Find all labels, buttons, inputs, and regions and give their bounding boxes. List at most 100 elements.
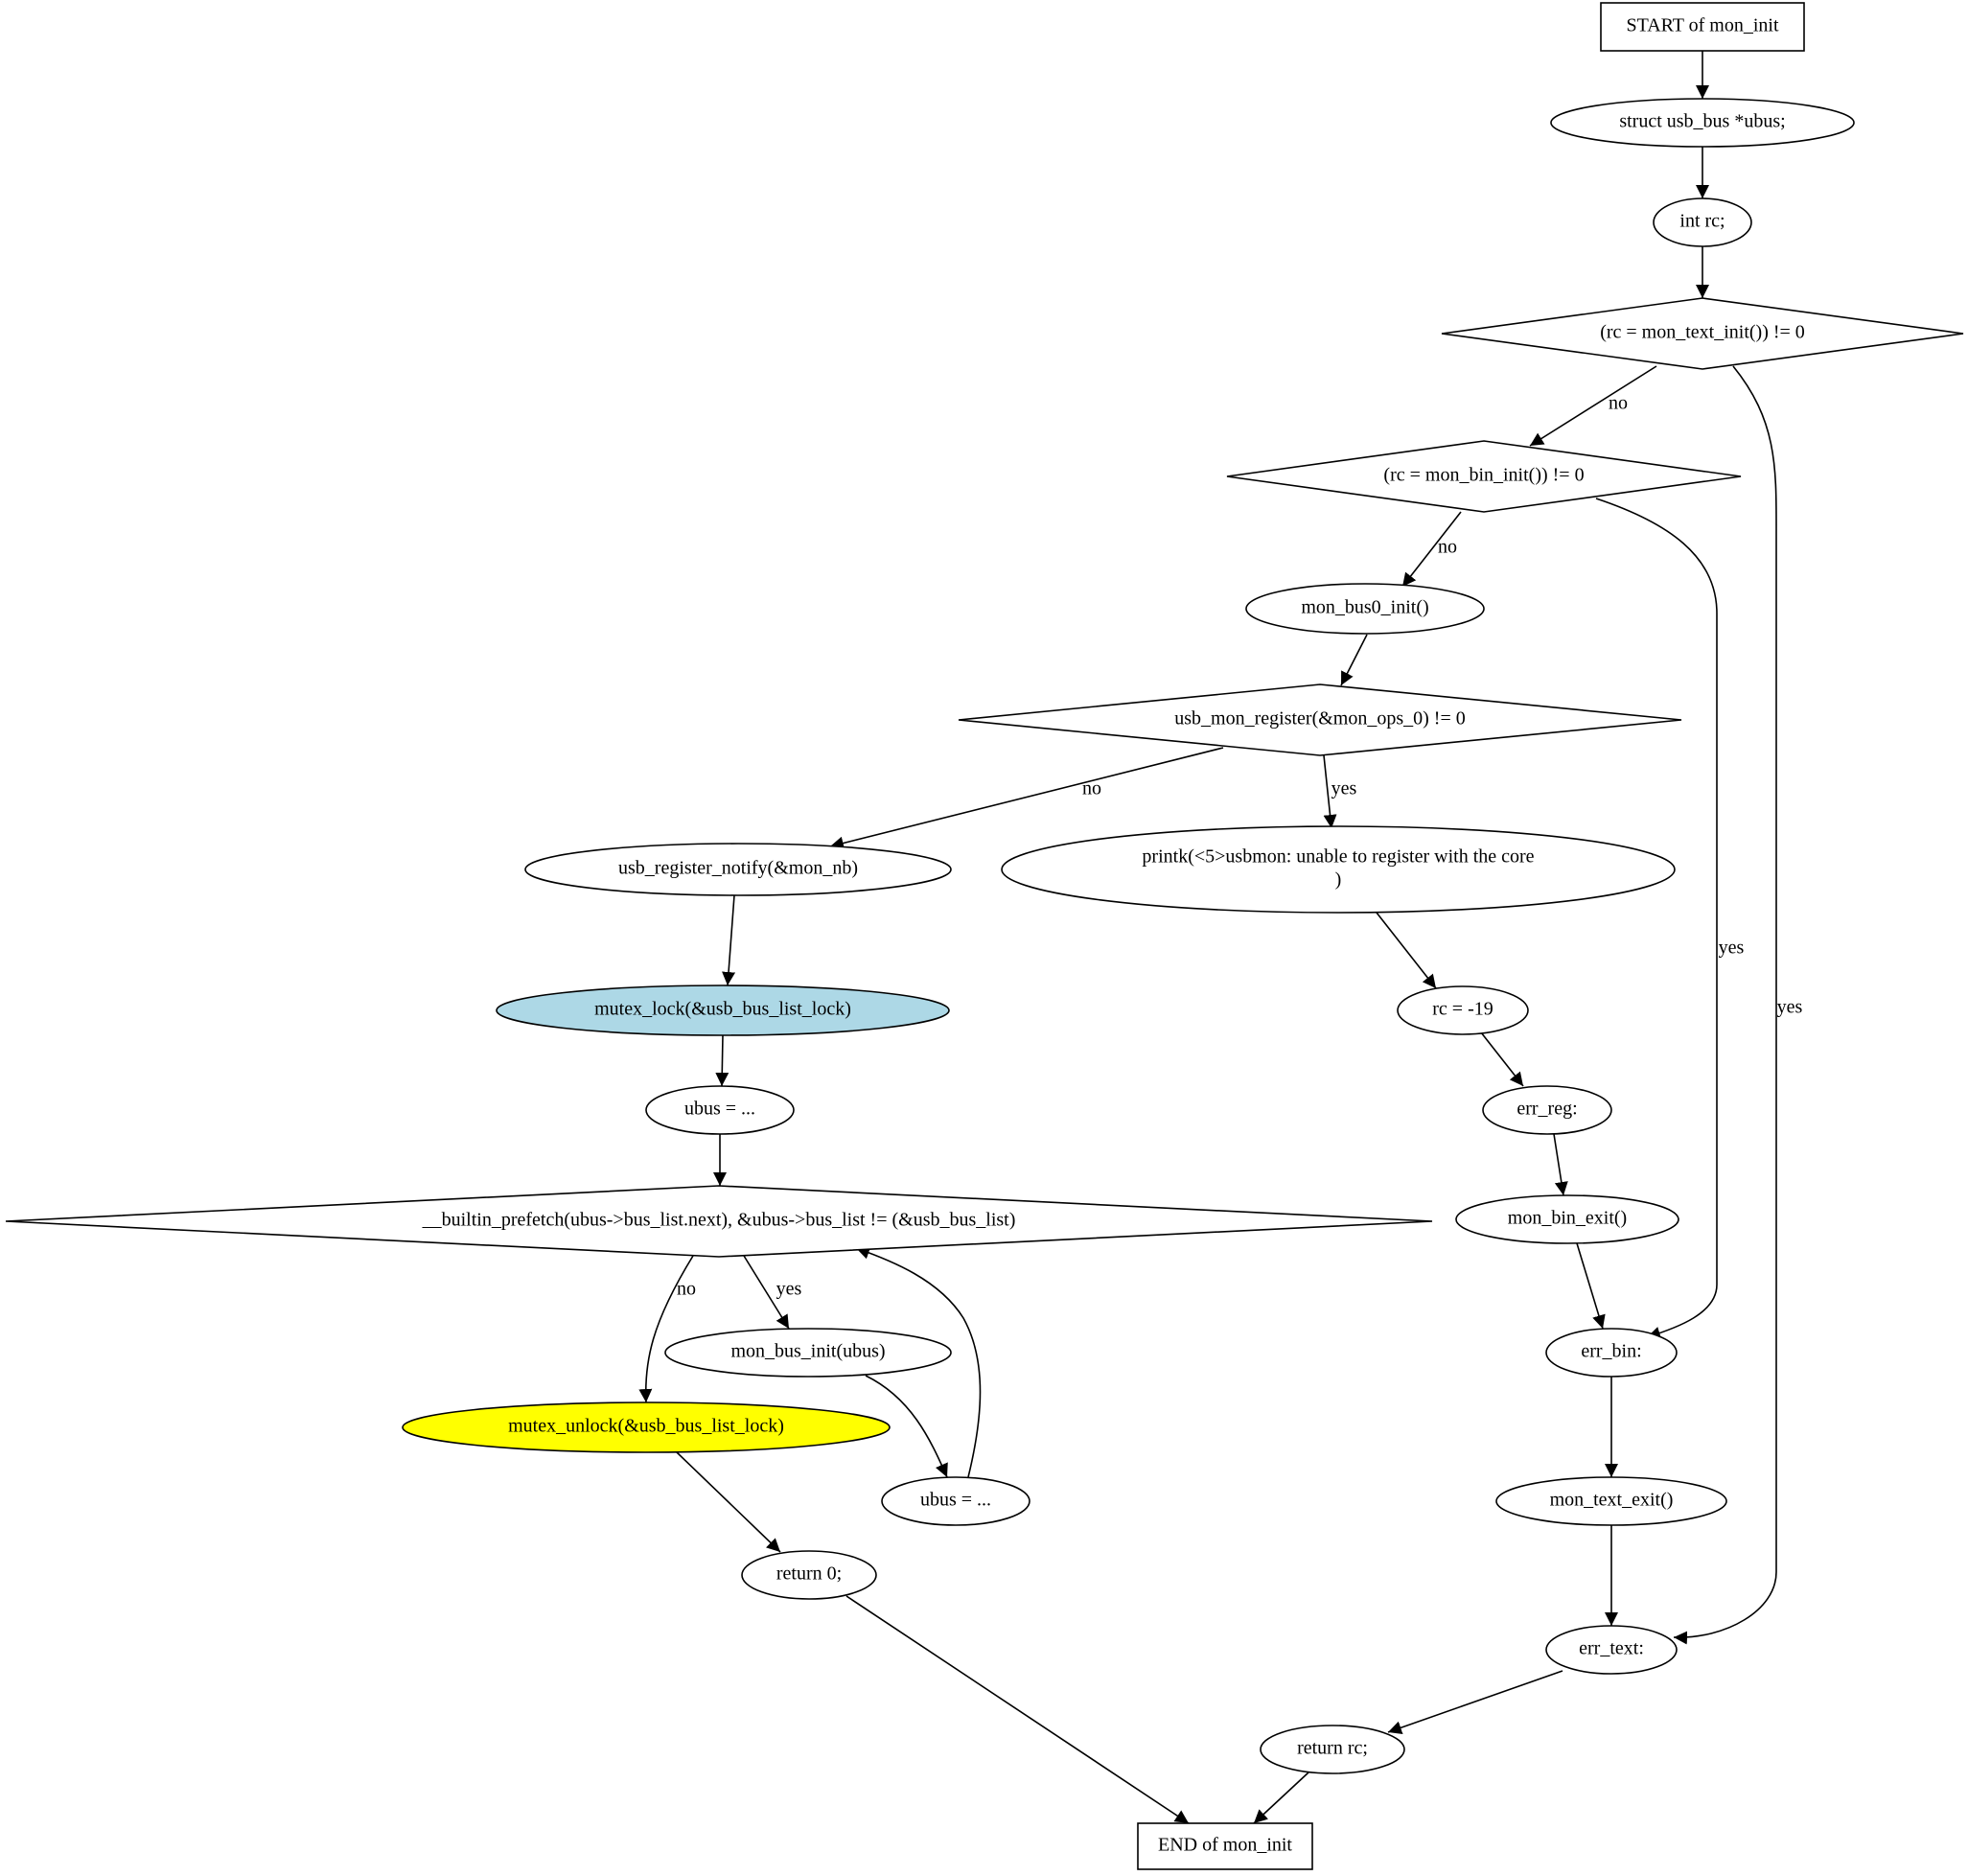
node-label: err_reg: (1517, 1099, 1577, 1120)
node-err-bin: err_bin: (1545, 1328, 1678, 1378)
node-err-reg: err_reg: (1482, 1085, 1612, 1135)
node-cond-text: (rc = mon_text_init()) != 0 (1441, 297, 1964, 370)
node-rc-assign: rc = -19 (1397, 985, 1529, 1035)
edge-cond_bin-bus0_init: no (1401, 511, 1462, 588)
node-label: return 0; (776, 1563, 842, 1585)
node-bin-exit: mon_bin_exit() (1455, 1194, 1679, 1244)
edge-arrow (722, 894, 736, 986)
node-label: err_text: (1579, 1638, 1644, 1659)
edge-printk-rc_assign (1376, 912, 1437, 989)
edge-label-no: no (677, 1279, 696, 1300)
node-label: usb_register_notify(&mon_nb) (618, 858, 858, 879)
edge-bus_init-ubus_assign_2 (865, 1375, 948, 1478)
node-ellipse (1482, 1085, 1612, 1135)
node-text-exit: mon_text_exit() (1495, 1476, 1727, 1526)
node-box (1137, 1822, 1313, 1870)
edge-arrow (638, 1255, 694, 1403)
node-label: mon_bus0_init() (1301, 597, 1428, 618)
node-box (1600, 2, 1805, 52)
node-label: mutex_lock(&usb_bus_list_lock) (594, 999, 851, 1020)
node-ellipse (1550, 98, 1855, 148)
edge-arrow (865, 1375, 948, 1478)
edge-arrow (1673, 365, 1777, 1645)
node-register-notify: usb_register_notify(&mon_nb) (524, 843, 952, 896)
edge-arrow (1576, 1242, 1606, 1330)
edge-label-no: no (1082, 778, 1101, 799)
edge-arrow (715, 1034, 729, 1087)
edge-label-no: no (1438, 537, 1457, 558)
node-ellipse (524, 843, 952, 896)
edge-arrow (1340, 634, 1368, 686)
node-end: END of mon_init (1137, 1822, 1313, 1870)
node-label: struct usb_bus *ubus; (1619, 111, 1785, 132)
node-label: printk(<5>usbmon: unable to register wit… (1142, 846, 1534, 868)
node-ellipse (496, 984, 950, 1036)
node-ellipse (1260, 1725, 1405, 1774)
edge-label-yes: yes (776, 1279, 802, 1300)
edge-mutex_unlock-return_0 (676, 1451, 781, 1553)
node-label: ubus = ... (684, 1099, 755, 1120)
edge-cond_text-cond_bin: no (1529, 365, 1657, 447)
node-label: __builtin_prefetch(ubus->bus_list.next),… (422, 1210, 1016, 1231)
edge-cond_loop-mutex_unlock: no (638, 1255, 696, 1403)
node-err-text: err_text: (1545, 1625, 1678, 1675)
node-diamond (1441, 297, 1964, 370)
edges-layer: no yes no yes no yes no yes (638, 51, 1803, 1824)
edge-cond_register-register_notify: no (829, 747, 1224, 850)
edge-arrow (676, 1451, 781, 1553)
node-cond-bin: (rc = mon_bin_init()) != 0 (1226, 440, 1742, 513)
node-ubus-assign-1: ubus = ... (645, 1085, 795, 1135)
edge-label-yes: yes (1777, 997, 1803, 1018)
node-ellipse (1001, 825, 1676, 914)
node-ellipse (645, 1085, 795, 1135)
node-label: ) (1335, 869, 1342, 891)
node-ellipse (1397, 985, 1529, 1035)
node-mutex-lock: mutex_lock(&usb_bus_list_lock) (496, 984, 950, 1036)
node-label: END of mon_init (1158, 1835, 1292, 1856)
edge-arrow (1253, 1772, 1309, 1824)
node-ellipse (1495, 1476, 1727, 1526)
edge-label-yes: yes (1719, 938, 1745, 959)
edge-arrow (1553, 1133, 1568, 1196)
edge-return_rc-end (1253, 1772, 1309, 1824)
node-label: mon_bin_exit() (1508, 1208, 1627, 1229)
node-ellipse (1545, 1328, 1678, 1378)
node-label: (rc = mon_text_init()) != 0 (1600, 322, 1805, 343)
node-diamond (5, 1185, 1433, 1258)
edge-cond_loop-bus_init: yes (743, 1255, 802, 1330)
node-label: err_bin: (1581, 1341, 1641, 1362)
edge-arrow (1529, 365, 1657, 447)
node-label: mon_text_exit() (1550, 1490, 1674, 1511)
edge-arrow (1387, 1670, 1563, 1734)
node-label: mon_bus_init(ubus) (730, 1341, 885, 1362)
node-bus-init: mon_bus_init(ubus) (664, 1328, 952, 1378)
node-label: mutex_unlock(&usb_bus_list_lock) (508, 1416, 784, 1437)
node-ellipse (1455, 1194, 1679, 1244)
edge-cond_text-err_text: yes (1673, 365, 1803, 1645)
node-label: ubus = ... (920, 1490, 991, 1511)
node-ubus-assign-2: ubus = ... (881, 1476, 1030, 1526)
edge-mutex_lock-ubus_assign_1 (715, 1034, 729, 1087)
node-printk: printk(<5>usbmon: unable to register wit… (1001, 825, 1676, 914)
node-cond-loop: __builtin_prefetch(ubus->bus_list.next),… (5, 1185, 1433, 1258)
node-return-rc: return rc; (1260, 1725, 1405, 1774)
edge-ubus_assign_2-cond_loop (855, 1246, 982, 1478)
edge-label-yes: yes (1331, 778, 1357, 799)
edge-cond_bin-err_bin: yes (1595, 498, 1745, 1340)
edge-arrow (829, 747, 1224, 850)
node-label: rc = -19 (1432, 999, 1493, 1020)
node-start: START of mon_init (1600, 2, 1805, 52)
edge-arrow (743, 1255, 790, 1330)
node-label: return rc; (1297, 1738, 1368, 1759)
node-diamond (1226, 440, 1742, 513)
node-ellipse (881, 1476, 1030, 1526)
node-decl-rc: int rc; (1653, 197, 1752, 247)
edge-arrow (855, 1246, 982, 1478)
node-mutex-unlock: mutex_unlock(&usb_bus_list_lock) (402, 1401, 891, 1453)
edge-arrow (1480, 1031, 1524, 1087)
node-label: (rc = mon_bin_init()) != 0 (1383, 465, 1584, 486)
node-ellipse (741, 1550, 877, 1600)
edge-rc_assign-err_reg (1480, 1031, 1524, 1087)
node-label: int rc; (1679, 211, 1725, 232)
